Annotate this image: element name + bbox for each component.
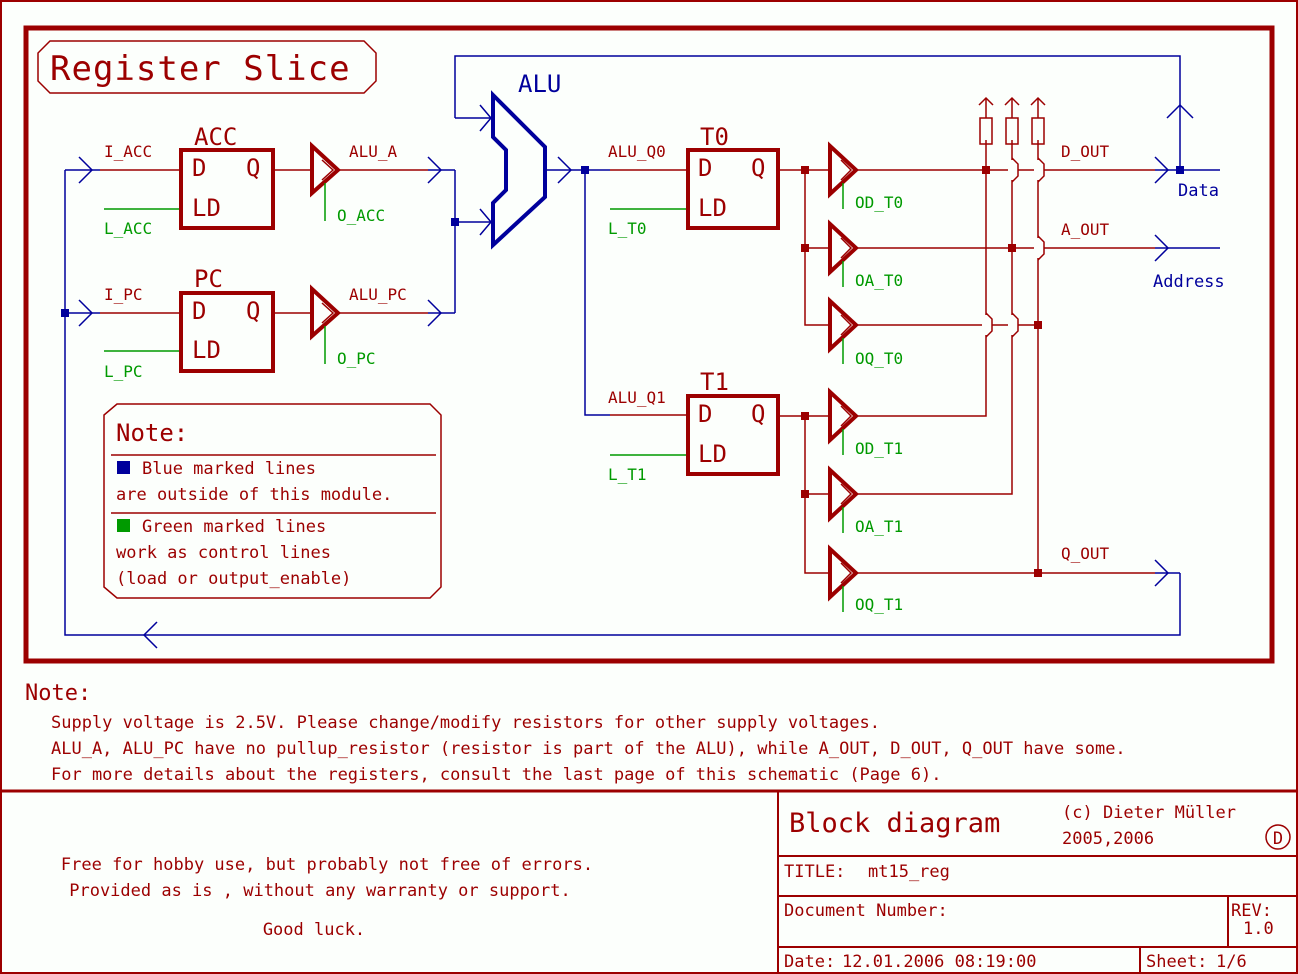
- alu-label: ALU: [518, 70, 561, 98]
- ld-pin: LD: [698, 194, 727, 222]
- title-label: TITLE:: [784, 862, 845, 882]
- disclaimer: Free for hobby use, but probably not fre…: [61, 855, 593, 940]
- net-label: A_OUT: [1061, 220, 1110, 239]
- d-pin: D: [698, 400, 712, 428]
- register-name: T1: [700, 368, 729, 396]
- net-label: L_ACC: [104, 219, 152, 238]
- net-label: I_ACC: [104, 142, 152, 161]
- net-label: I_PC: [104, 285, 143, 304]
- title-badge: [37, 40, 377, 94]
- doc-number-label: Document Number:: [784, 901, 948, 921]
- outside-nets: [61, 55, 1220, 649]
- net-label: ALU_PC: [349, 285, 407, 304]
- feedback-bus: [64, 170, 1181, 636]
- net-label: ALU_Q1: [608, 388, 666, 407]
- net-label: Q_OUT: [1061, 544, 1110, 563]
- rev-label: REV:: [1231, 901, 1272, 921]
- note-line: For more details about the registers, co…: [51, 765, 941, 785]
- module-frame: [23, 25, 1275, 664]
- ld-pin: LD: [698, 440, 727, 468]
- legend-text: Green marked lines: [142, 517, 326, 537]
- legend-text: Blue marked lines: [142, 459, 316, 479]
- q-pin: Q: [246, 297, 260, 325]
- port-address-label: Address: [1153, 272, 1225, 292]
- port-data-label: Data: [1178, 181, 1219, 201]
- d-pin: D: [192, 297, 206, 325]
- ld-pin: LD: [192, 194, 221, 222]
- date-label: Date:: [784, 952, 835, 972]
- net-label: ALU_A: [349, 142, 398, 161]
- tristate-buffer: [828, 387, 859, 455]
- q-pin: Q: [751, 400, 765, 428]
- alu-symbol: [491, 90, 547, 250]
- legend-text: are outside of this module.: [116, 485, 392, 505]
- register-name: ACC: [194, 123, 237, 151]
- q-pin: Q: [751, 154, 765, 182]
- register-name: T0: [700, 123, 729, 151]
- tristate-buffer: [828, 296, 859, 364]
- net-label: OA_T1: [855, 517, 903, 536]
- sheet-label: Sheet:: [1146, 952, 1207, 972]
- legend-text: work as control lines: [116, 543, 331, 563]
- green-swatch: [117, 519, 130, 532]
- note-line: Supply voltage is 2.5V. Please change/mo…: [51, 713, 880, 733]
- net-label: O_ACC: [337, 206, 385, 225]
- tristate-buffer: [828, 219, 859, 287]
- disclaimer-line: Free for hobby use, but probably not fre…: [61, 855, 593, 875]
- d-pin: D: [192, 154, 206, 182]
- sheet-value: 1/6: [1216, 952, 1247, 972]
- register-t0: T0 D Q LD ALU_Q0 L_T0: [608, 123, 780, 238]
- disclaimer-line: Provided as is , without any warranty or…: [69, 881, 571, 901]
- legend-text: (load or output_enable): [116, 569, 351, 589]
- copyright-years: 2005,2006: [1062, 829, 1154, 849]
- author-logo-icon: [1265, 824, 1291, 850]
- notes-section: Note: Supply voltage is 2.5V. Please cha…: [25, 681, 1126, 785]
- q-pin: Q: [246, 154, 260, 182]
- d-pin: D: [698, 154, 712, 182]
- net-label: OA_T0: [855, 271, 903, 290]
- net-label: OD_T1: [855, 439, 903, 458]
- net-label: ALU_Q0: [608, 142, 666, 161]
- title-block: Block diagram (c) Dieter Müller 2005,200…: [777, 791, 1297, 973]
- tristate-buffer: [828, 141, 859, 209]
- note-line: ALU_A, ALU_PC have no pullup_resistor (r…: [51, 739, 1126, 759]
- buffer-symbol: [310, 141, 341, 198]
- rev-value: 1.0: [1243, 919, 1274, 939]
- copyright: (c) Dieter Müller: [1062, 803, 1236, 823]
- pullup-resistors: [978, 96, 1046, 145]
- register-pc: PC D Q LD I_PC L_PC ALU_PC O_PC: [100, 265, 428, 381]
- net-label: OD_T0: [855, 193, 903, 212]
- register-acc: ACC D Q LD I_ACC L_ACC ALU_A O_ACC: [100, 123, 428, 238]
- author-logo-letter: D: [1273, 829, 1283, 849]
- output-section: D_OUT A_OUT Q_OUT OD_T0 OA_T0 OQ_T0 OD_T…: [778, 96, 1155, 614]
- ld-pin: LD: [192, 336, 221, 364]
- register-name: PC: [194, 265, 223, 293]
- schematic-title: Register Slice: [50, 49, 351, 89]
- register-t1: T1 D Q LD ALU_Q1 L_T1: [608, 368, 780, 484]
- notes-heading: Note:: [25, 681, 91, 706]
- tristate-buffer: [828, 544, 859, 612]
- net-label: D_OUT: [1061, 142, 1110, 161]
- net-label: OQ_T0: [855, 349, 903, 368]
- tristate-buffer: [828, 465, 859, 533]
- sheet-heading: Block diagram: [789, 808, 1000, 839]
- net-label: O_PC: [337, 349, 376, 368]
- blue-swatch: [117, 461, 130, 474]
- net-label: OQ_T1: [855, 595, 903, 614]
- legend-box: Note: Blue marked lines are outside of t…: [103, 403, 442, 599]
- buffer-symbol: [310, 284, 341, 341]
- title-value: mt15_reg: [868, 862, 950, 882]
- junction: [61, 309, 69, 317]
- date-value: 12.01.2006 08:19:00: [842, 952, 1036, 972]
- legend-heading: Note:: [116, 419, 188, 447]
- net-label: L_T0: [608, 219, 647, 238]
- data-bus: [454, 55, 1181, 170]
- net-label: L_T1: [608, 465, 647, 484]
- net-label: L_PC: [104, 362, 143, 381]
- disclaimer-line: Good luck.: [263, 920, 365, 940]
